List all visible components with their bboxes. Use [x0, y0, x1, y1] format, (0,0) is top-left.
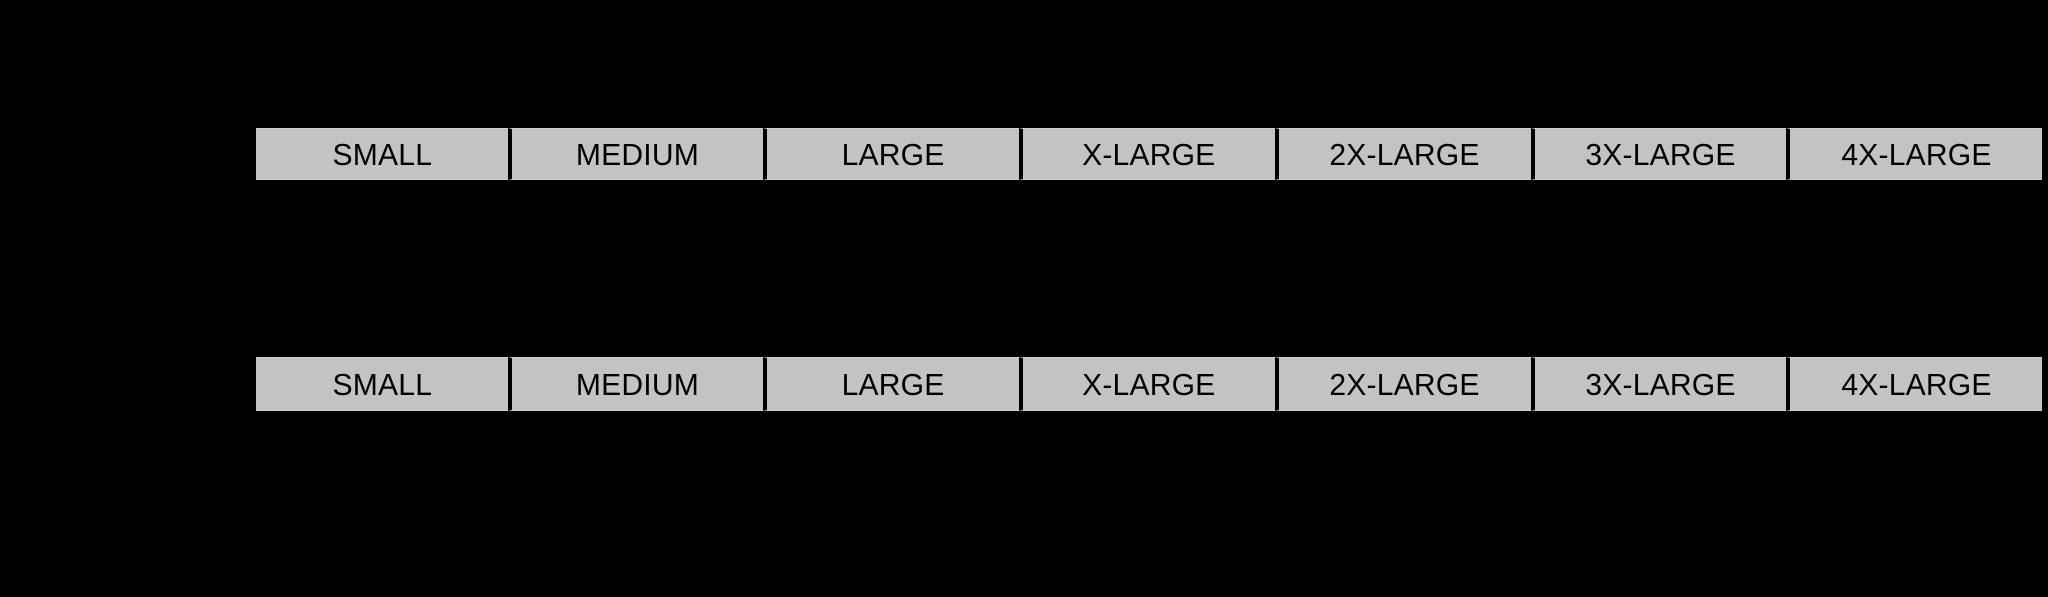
- size-option-x-large[interactable]: X-LARGE: [1019, 128, 1275, 180]
- size-option-2x-large[interactable]: 2X-LARGE: [1274, 128, 1531, 180]
- size-option-label: 2X-LARGE: [1329, 366, 1480, 402]
- size-option-label: 3X-LARGE: [1585, 366, 1736, 402]
- size-option-2x-large[interactable]: 2X-LARGE: [1274, 357, 1531, 411]
- size-option-4x-large[interactable]: 4X-LARGE: [1786, 128, 2043, 180]
- size-option-label: 4X-LARGE: [1841, 366, 1992, 402]
- size-option-3x-large[interactable]: 3X-LARGE: [1530, 357, 1787, 411]
- size-option-label: 4X-LARGE: [1841, 136, 1992, 172]
- size-option-label: LARGE: [841, 136, 945, 172]
- size-option-large[interactable]: LARGE: [763, 128, 1020, 180]
- size-option-x-large[interactable]: X-LARGE: [1019, 357, 1275, 411]
- size-option-label: MEDIUM: [576, 366, 700, 402]
- size-option-label: 2X-LARGE: [1329, 136, 1480, 172]
- secondary-size-selector: SMALL MEDIUM LARGE X-LARGE 2X-LARGE 3X-L…: [256, 357, 2043, 411]
- size-option-label: 3X-LARGE: [1585, 136, 1736, 172]
- size-option-4x-large[interactable]: 4X-LARGE: [1786, 357, 2043, 411]
- size-option-small[interactable]: SMALL: [256, 357, 508, 411]
- size-option-medium[interactable]: MEDIUM: [507, 128, 764, 180]
- size-option-medium[interactable]: MEDIUM: [507, 357, 764, 411]
- size-option-label: SMALL: [332, 366, 432, 402]
- size-option-label: LARGE: [841, 366, 945, 402]
- size-option-3x-large[interactable]: 3X-LARGE: [1530, 128, 1787, 180]
- size-option-label: X-LARGE: [1082, 366, 1216, 402]
- size-option-large[interactable]: LARGE: [763, 357, 1020, 411]
- primary-size-selector: SMALL MEDIUM LARGE X-LARGE 2X-LARGE 3X-L…: [256, 128, 2043, 180]
- size-option-label: SMALL: [332, 136, 432, 172]
- size-option-label: MEDIUM: [576, 136, 700, 172]
- size-option-label: X-LARGE: [1082, 136, 1216, 172]
- size-option-small[interactable]: SMALL: [256, 128, 508, 180]
